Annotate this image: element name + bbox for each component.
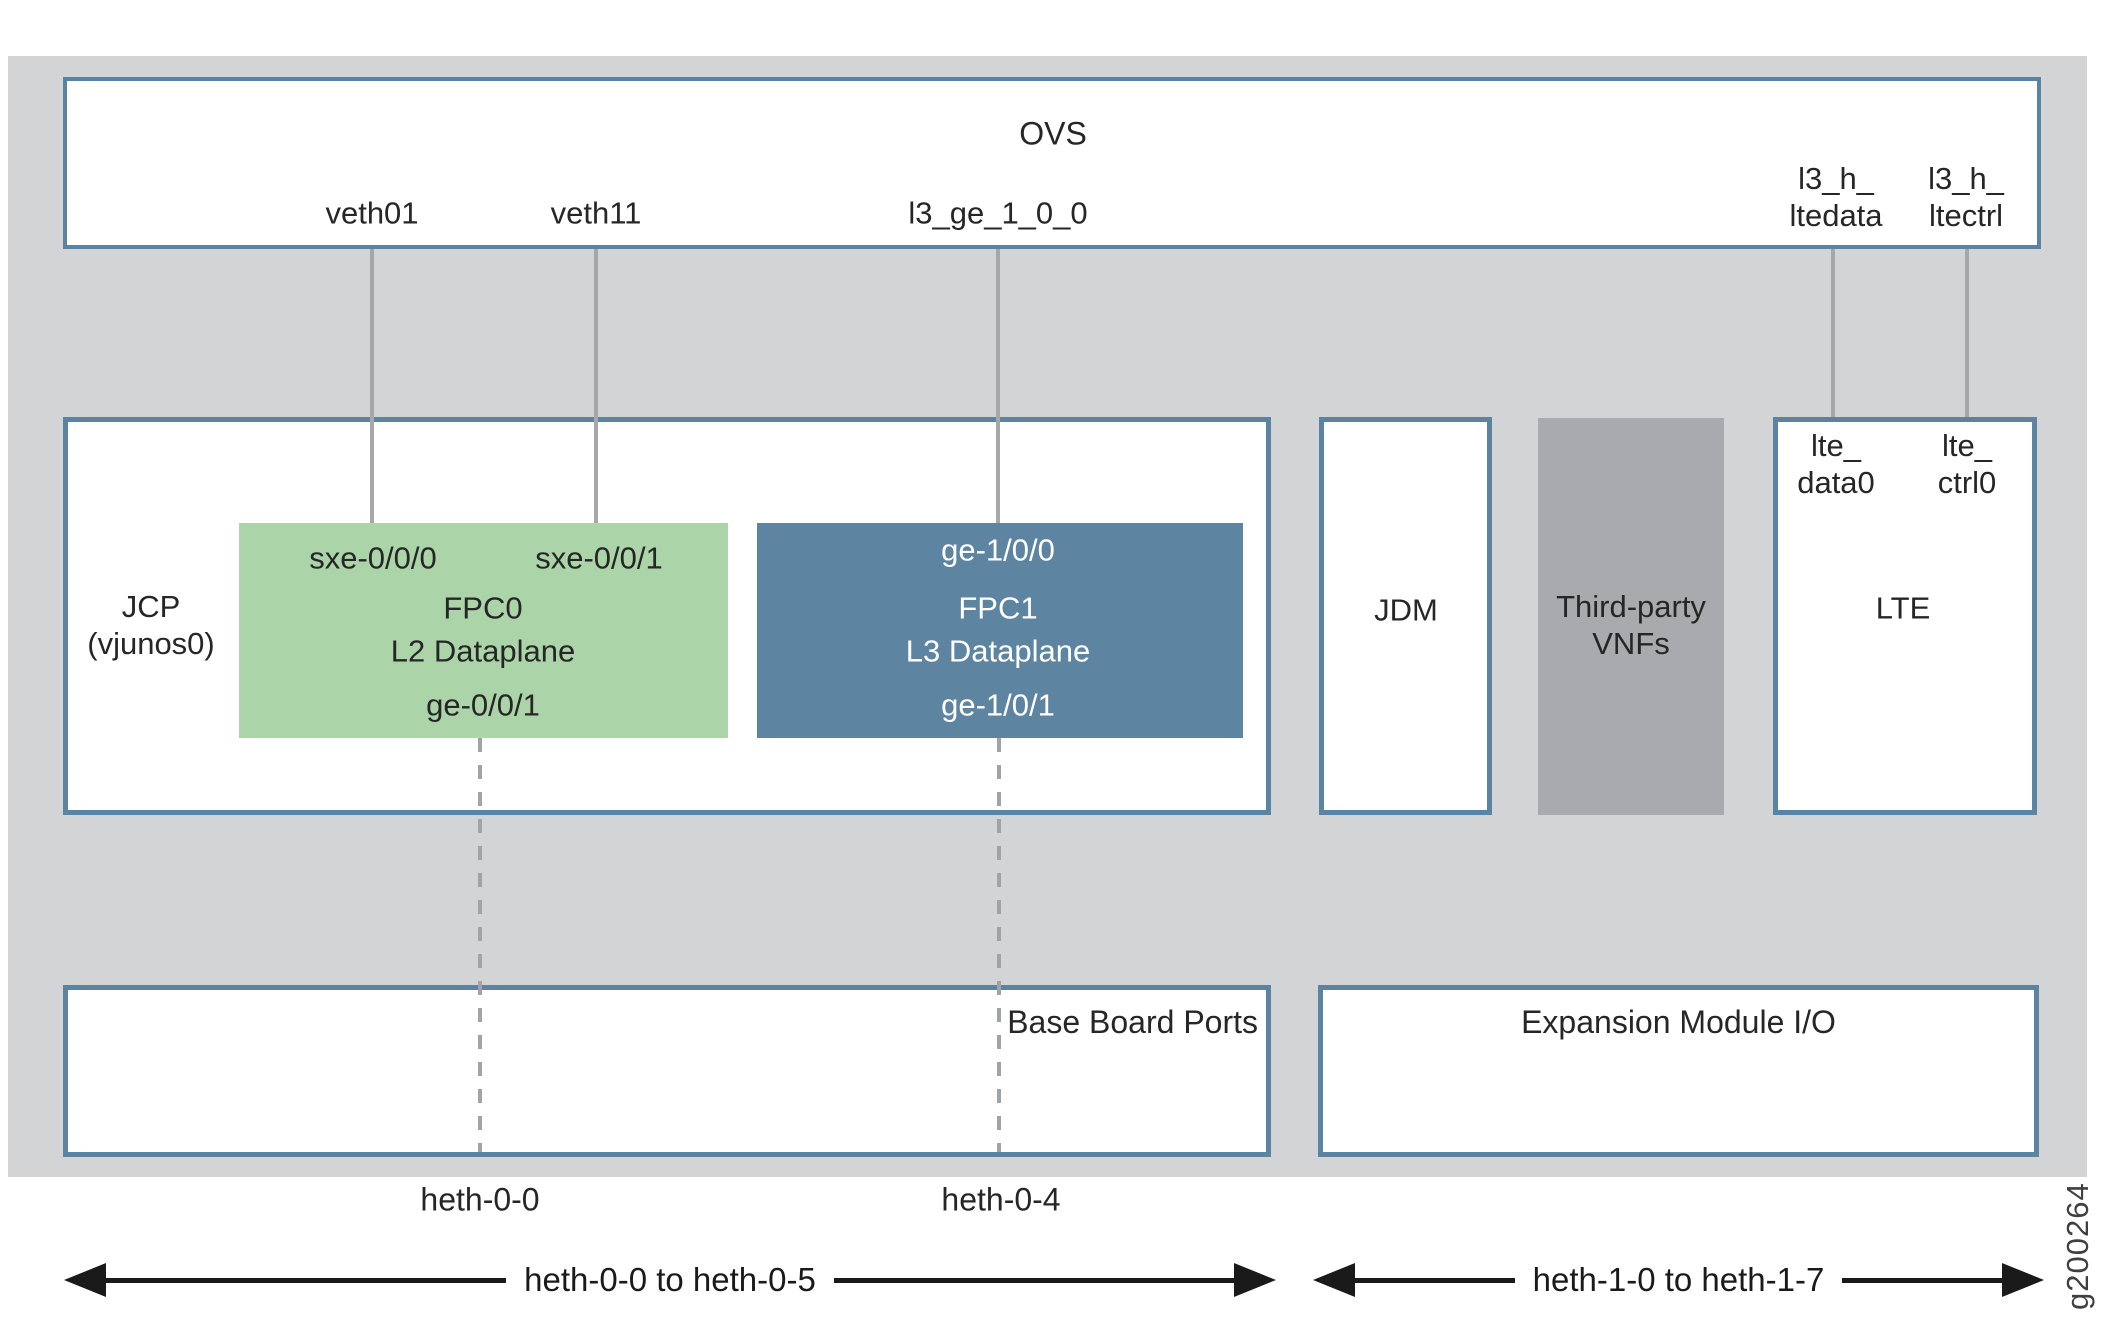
expansion-range-label: heth-1-0 to heth-1-7: [1532, 1261, 1825, 1298]
jdm-box: JDM: [1319, 417, 1492, 815]
fpc0-dataplane-label: L2 Dataplane: [390, 633, 576, 669]
arrow-left-icon: [1313, 1263, 1355, 1297]
ovs-port-veth01: veth01: [325, 195, 419, 231]
fpc1-name: FPC1: [958, 590, 1038, 626]
arrow-right-icon: [2002, 1263, 2044, 1297]
arrow-shaft: [1355, 1277, 1515, 1283]
ovs-port-l3-h-ltectrl-line2: ltectrl: [1928, 198, 2004, 233]
third-party-vnfs-box: Third-party VNFs: [1538, 418, 1724, 815]
lte-port-data0: lte_ data0: [1797, 427, 1875, 501]
fpc0-port-sxe-0-0-1: sxe-0/0/1: [535, 540, 663, 576]
expansion-module-label: Expansion Module I/O: [1521, 1004, 1836, 1040]
jcp-label-line1: JCP: [121, 589, 181, 624]
arrow-shaft: [106, 1277, 507, 1283]
lte-label: LTE: [1875, 590, 1931, 626]
base-board-ports-box: Base Board Ports: [63, 985, 1271, 1157]
fpc0-name: FPC0: [443, 590, 523, 626]
connector-line-ltedata: [1831, 249, 1835, 417]
lte-box: lte_ data0 lte_ ctrl0 LTE: [1773, 417, 2037, 815]
callout-heth-0-0: heth-0-0: [420, 1181, 540, 1218]
lte-port-ctrl0-line2: ctrl0: [1937, 465, 1997, 500]
ovs-port-l3-ge-1-0-0: l3_ge_1_0_0: [908, 195, 1088, 231]
fpc1-box: ge-1/0/0 FPC1 L3 Dataplane ge-1/0/1: [757, 523, 1243, 738]
base-board-ports-label: Base Board Ports: [1007, 1004, 1258, 1040]
jcp-box: JCP (vjunos0) sxe-0/0/0 sxe-0/0/1 FPC0 L…: [63, 417, 1271, 815]
expansion-module-box: Expansion Module I/O: [1318, 985, 2039, 1157]
arrow-shaft: [1842, 1277, 2002, 1283]
dashed-line-ge-0-0-1: [478, 738, 482, 1152]
fpc1-port-ge-1-0-1: ge-1/0/1: [941, 687, 1055, 723]
fpc1-port-ge-1-0-0: ge-1/0/0: [941, 532, 1055, 568]
ovs-port-l3-h-ltedata-line2: ltedata: [1789, 198, 1883, 233]
fpc1-dataplane-label: L3 Dataplane: [905, 633, 1091, 669]
base-board-range-label: heth-0-0 to heth-0-5: [524, 1261, 816, 1298]
connector-line-l3-ge-1-0-0: [996, 249, 1000, 523]
callout-heth-0-4: heth-0-4: [941, 1181, 1061, 1218]
fpc0-port-ge-0-0-1: ge-0/0/1: [426, 687, 540, 723]
ovs-title: OVS: [1019, 115, 1087, 152]
ovs-port-l3-h-ltectrl-line1: l3_h_: [1928, 161, 2004, 196]
third-party-vnfs-label-line1: Third-party: [1556, 589, 1706, 624]
expansion-range-arrow: heth-1-0 to heth-1-7: [1313, 1261, 2044, 1299]
ovs-port-veth11: veth11: [550, 195, 642, 231]
fpc0-box: sxe-0/0/0 sxe-0/0/1 FPC0 L2 Dataplane ge…: [239, 523, 728, 738]
dashed-line-ge-1-0-1: [997, 738, 1001, 1152]
lte-port-data0-line1: lte_: [1811, 428, 1861, 463]
fpc0-port-sxe-0-0-0: sxe-0/0/0: [309, 540, 437, 576]
jdm-label: JDM: [1374, 592, 1438, 628]
jcp-label-line2: (vjunos0): [87, 626, 215, 661]
jcp-label: JCP (vjunos0): [87, 588, 215, 662]
arrow-left-icon: [64, 1263, 106, 1297]
base-board-range-arrow: heth-0-0 to heth-0-5: [64, 1261, 1276, 1299]
lte-port-ctrl0: lte_ ctrl0: [1938, 427, 1997, 501]
ovs-box: OVS veth01 veth11 l3_ge_1_0_0 l3_h_ lted…: [63, 77, 2041, 249]
connector-line-ltectrl: [1965, 249, 1969, 417]
arrow-shaft: [833, 1277, 1234, 1283]
lte-port-ctrl0-line1: lte_: [1942, 428, 1992, 463]
arrow-right-icon: [1234, 1263, 1276, 1297]
connector-line-veth01: [370, 249, 374, 523]
figure-id: g200264: [2060, 1182, 2095, 1310]
lte-port-data0-line2: data0: [1797, 465, 1875, 500]
ovs-port-l3-h-ltedata: l3_h_ ltedata: [1789, 160, 1882, 234]
third-party-vnfs-label: Third-party VNFs: [1556, 588, 1706, 662]
ovs-port-l3-h-ltectrl: l3_h_ ltectrl: [1928, 160, 2004, 234]
third-party-vnfs-label-line2: VNFs: [1592, 626, 1670, 661]
ovs-port-l3-h-ltedata-line1: l3_h_: [1798, 161, 1874, 196]
connector-line-veth11: [594, 249, 598, 523]
